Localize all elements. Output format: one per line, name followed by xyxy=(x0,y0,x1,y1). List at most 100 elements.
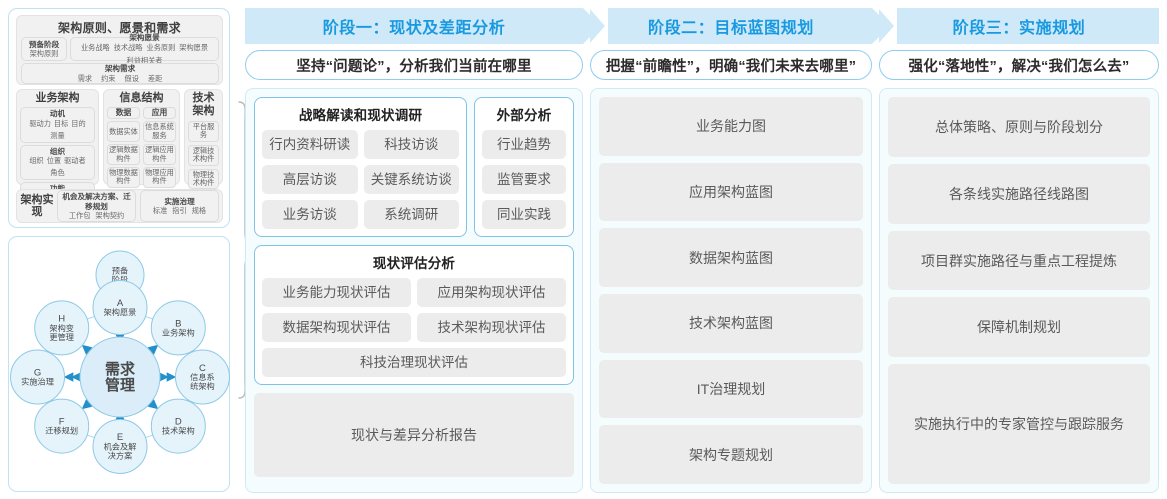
phase-1-report-chip: 现状与差异分析报告 xyxy=(254,393,574,477)
svg-text:实施治理: 实施治理 xyxy=(21,377,54,387)
togaf-business-architecture-column: 业务架构 动机驱动力目标目的测量组织组织位置驱动者角色功能服务流程控制功能 xyxy=(16,89,99,206)
togaf-term: 指引 xyxy=(172,206,187,216)
card-external-chips: 行业趋势监管要求同业实践 xyxy=(482,130,566,229)
togaf-term: 技术战略 xyxy=(113,42,143,52)
togaf-term: 架构愿景 xyxy=(179,42,209,52)
card-external-title: 外部分析 xyxy=(496,108,552,123)
phase-2-column: 阶段二：目标蓝图规划 把握“前瞻性”，明确“我们未来去哪里” 业务能力图应用架构… xyxy=(589,8,890,493)
togaf-term: 组织 xyxy=(29,156,44,165)
togaf-principles-vision-requirements-group: 架构原则、愿景和需求 预备阶段 架构原则 架构愿景 业务战略技术战略业务原则架构… xyxy=(16,15,223,85)
togaf-top-group-title: 架构原则、愿景和需求 xyxy=(57,21,181,35)
phase-2-chevron-icon xyxy=(872,8,890,44)
togaf-content-framework: 架构原则、愿景和需求 预备阶段 架构原则 架构愿景 业务战略技术战略业务原则架构… xyxy=(8,8,230,228)
card-assessment-title: 现状评估分析 xyxy=(372,256,456,271)
phase-2-item: 架构专题规划 xyxy=(599,425,863,485)
svg-text:需求: 需求 xyxy=(105,360,136,378)
phase-1-body: 战略解读和现状调研 行内资料研读科技访谈高层访谈关键系统访谈业务访谈系统调研 外… xyxy=(245,88,583,493)
svg-text:A: A xyxy=(117,298,124,309)
svg-text:C: C xyxy=(199,363,206,374)
phase-3-column: 阶段三：实施规划 强化“落地性”，解决“我们怎么去” 总体策略、原则与阶段划分各… xyxy=(878,8,1159,493)
togaf-tech-item: 逻辑技术构件 xyxy=(188,144,219,166)
togaf-term: 目标 xyxy=(53,118,69,128)
svg-text:迁移规划: 迁移规划 xyxy=(45,426,78,436)
phase-1-assessment-chip: 应用架构现状评估 xyxy=(417,278,566,307)
togaf-term: 驱动力 xyxy=(29,118,51,128)
svg-text:业务架构: 业务架构 xyxy=(162,327,195,337)
phase-2-item: 业务能力图 xyxy=(599,97,863,156)
svg-text:架构愿景: 架构愿景 xyxy=(104,307,137,317)
phase-1-external-chip: 同业实践 xyxy=(482,200,566,229)
phase-1-assessment-chip: 技术架构现状评估 xyxy=(417,313,566,342)
togaf-technology-architecture-column: 技术架构 平台服务逻辑技术构件物理技术构件 xyxy=(184,89,223,190)
svg-text:更管理: 更管理 xyxy=(49,332,74,342)
togaf-tech-item: 物理技术构件 xyxy=(188,168,219,190)
svg-text:信息系: 信息系 xyxy=(190,372,215,382)
phase-2-item: 技术架构蓝图 xyxy=(599,294,863,353)
togaf-info-item: 逻辑应用构件 xyxy=(143,144,176,166)
togaf-info-item: 物理应用构件 xyxy=(143,167,176,188)
svg-text:预备: 预备 xyxy=(112,265,128,275)
card-assessment-chips: 业务能力现状评估应用架构现状评估数据架构现状评估技术架构现状评估科技治理现状评估 xyxy=(262,278,566,377)
phase-1-strategy-chip: 业务访谈 xyxy=(262,200,358,229)
togaf-business-item: 动机驱动力目标目的测量 xyxy=(20,107,95,143)
togaf-term: 利益相关者 xyxy=(126,55,163,65)
phase-3-banner: 阶段三：实施规划 xyxy=(878,8,1159,44)
card-strategy-chips: 行内资料研读科技访谈高层访谈关键系统访谈业务访谈系统调研 xyxy=(262,130,459,229)
togaf-realization-box: 实施治理标准指引规格 xyxy=(140,190,219,222)
card-strategy-research: 战略解读和现状调研 行内资料研读科技访谈高层访谈关键系统访谈业务访谈系统调研 xyxy=(254,97,467,237)
togaf-info-item: 物理数据构件 xyxy=(107,167,140,188)
phase-3-item: 保障机制规划 xyxy=(888,297,1150,358)
togaf-tech-item: 平台服务 xyxy=(188,121,219,142)
togaf-information-architecture-subcolumns: 数据数据实体逻辑数据构件物理数据构件应用信息系统服务逻辑应用构件物理应用构件 xyxy=(107,107,176,188)
togaf-technology-architecture-title: 技术架构 xyxy=(192,92,215,117)
togaf-business-item-label: 动机 xyxy=(49,109,66,118)
phase-1-banner: 阶段一：现状及差距分析 xyxy=(245,8,601,44)
togaf-vision-terms: 业务战略技术战略业务原则架构愿景利益相关者 xyxy=(71,43,218,65)
svg-text:管理: 管理 xyxy=(105,376,135,394)
togaf-term: 标准 xyxy=(152,206,168,216)
phase-1-assessment-chip: 数据架构现状评估 xyxy=(262,313,411,342)
phase-3-item: 总体策略、原则与阶段划分 xyxy=(888,97,1150,157)
phase-3-item: 实施执行中的专家管控与跟踪服务 xyxy=(888,364,1150,484)
togaf-term: 假设 xyxy=(124,73,139,83)
togaf-prelim-box: 预备阶段 架构原则 xyxy=(21,37,67,61)
phase-1-external-chip: 监管要求 xyxy=(482,165,566,194)
togaf-term: 位置 xyxy=(46,156,62,165)
togaf-vision-label: 架构愿景 xyxy=(129,33,160,43)
phase-3-notch-icon xyxy=(878,8,897,44)
togaf-architecture-domains: 业务架构 动机驱动力目标目的测量组织组织位置驱动者角色功能服务流程控制功能 信息… xyxy=(16,89,223,206)
card-current-state-assessment: 现状评估分析 业务能力现状评估应用架构现状评估数据架构现状评估技术架构现状评估科… xyxy=(254,245,574,385)
togaf-term: 规格 xyxy=(191,206,207,216)
togaf-term: 差距 xyxy=(147,73,163,83)
togaf-architecture-realization-group: 架构实现 机会及解决方案、迁移规划工作包架构契约实施治理标准指引规格 xyxy=(16,189,223,223)
togaf-business-item: 组织组织位置驱动者角色 xyxy=(20,144,95,180)
togaf-technology-architecture-items: 平台服务逻辑技术构件物理技术构件 xyxy=(188,120,219,190)
togaf-realization-box-terms: 工作包架构契约 xyxy=(69,211,124,220)
togaf-business-item-label: 组织 xyxy=(49,146,66,156)
togaf-business-item-terms: 组织位置驱动者角色 xyxy=(21,156,94,177)
phase-3-item: 项目群实施路径与重点工程提炼 xyxy=(888,230,1150,291)
togaf-term: 业务战略 xyxy=(80,42,110,52)
togaf-information-architecture-title: 信息结构 xyxy=(119,92,164,104)
togaf-term: 测量 xyxy=(50,130,65,140)
togaf-realization-box: 机会及解决方案、迁移规划工作包架构契约 xyxy=(57,190,136,222)
phase-1-banner-label: 阶段一：现状及差距分析 xyxy=(322,20,506,37)
svg-text:架构变: 架构变 xyxy=(49,323,74,333)
togaf-information-architecture-column: 信息结构 数据数据实体逻辑数据构件物理数据构件应用信息系统服务逻辑应用构件物理应… xyxy=(103,89,180,188)
svg-text:E: E xyxy=(117,432,123,443)
togaf-business-item-label: 功能 xyxy=(50,184,65,194)
togaf-term: 目的 xyxy=(71,118,86,128)
phase-1-strategy-chip: 科技访谈 xyxy=(363,130,459,159)
phase-1-strategy-chip: 系统调研 xyxy=(363,200,459,229)
adm-cycle-diagram: 需求管理预备阶段A架构愿景B业务架构C信息系统架构D技术架构E机会及解决方案F迁… xyxy=(10,250,230,474)
svg-text:G: G xyxy=(34,367,41,378)
togaf-info-item: 逻辑数据构件 xyxy=(107,144,140,166)
phase-1-strategy-chip: 关键系统访谈 xyxy=(363,165,459,194)
togaf-term: 驱动者 xyxy=(64,156,86,165)
